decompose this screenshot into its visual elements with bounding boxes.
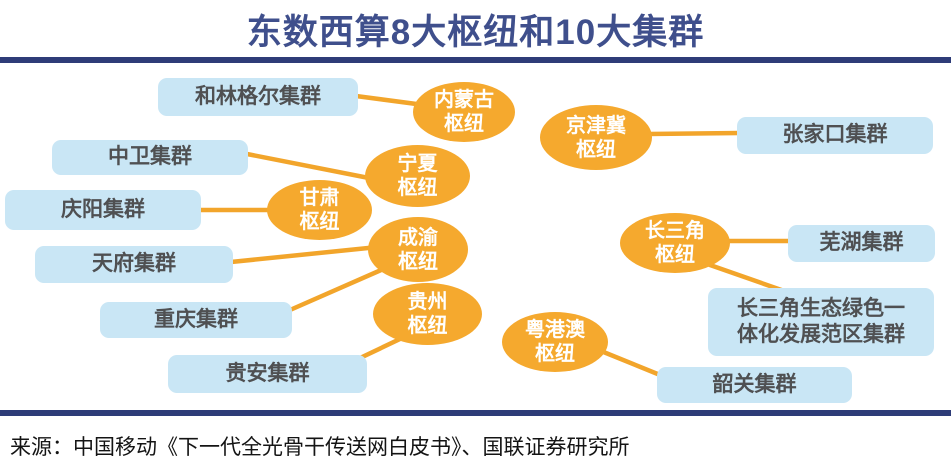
edge-yuegangao-shaoguan — [598, 348, 668, 380]
hub-label-line1: 京津冀 — [566, 114, 626, 137]
hub-changsanjiao: 长三角 枢纽 — [620, 213, 730, 273]
hub-label-line1: 甘肃 — [299, 187, 340, 209]
edge-tianfu-chengyu — [228, 244, 381, 265]
cluster-tianfu: 天府集群 — [35, 246, 233, 283]
cluster-helingeer: 和林格尔集群 — [158, 78, 358, 116]
hub-gansu: 甘肃 枢纽 — [267, 180, 372, 240]
cluster-qingyang: 庆阳集群 — [5, 190, 201, 230]
hub-neimenggu: 内蒙古 枢纽 — [413, 82, 515, 142]
cluster-wuhu: 芜湖集群 — [788, 225, 935, 262]
figure-title: 东数西算8大枢纽和10大集群 — [246, 13, 705, 52]
hub-label-line1: 内蒙古 — [434, 89, 494, 111]
cluster-zhangjiakou: 张家口集群 — [737, 117, 933, 154]
hub-label-line1: 成渝 — [398, 226, 438, 249]
hub-label-line1: 长三角 — [645, 220, 705, 242]
hub-yuegangao: 粤港澳 枢纽 — [502, 312, 608, 372]
cluster-label-line1: 长三角生态绿色一 — [737, 296, 905, 320]
cluster-label: 和林格尔集群 — [195, 84, 321, 108]
hub-label-line1: 粤港澳 — [525, 319, 585, 341]
hub-label-line2: 枢纽 — [407, 315, 448, 337]
hub-ningxia: 宁夏 枢纽 — [365, 145, 470, 207]
footer-divider — [0, 410, 951, 416]
cluster-label-line2: 体化发展范区集群 — [737, 323, 905, 346]
source-note: 来源：中国移动《下一代全光骨干传送网白皮书》、国联证券研究所 — [10, 436, 630, 459]
edge-guian-guizhou — [355, 336, 403, 362]
edge-jingjinji-zhangjiakou — [645, 130, 743, 137]
cluster-label: 中卫集群 — [108, 145, 192, 169]
hub-label-line2: 枢纽 — [444, 113, 484, 135]
edge-chongqing-chengyu — [287, 264, 391, 313]
cluster-label: 韶关集群 — [712, 372, 797, 396]
edge-helingeer-neimenggu — [353, 93, 427, 108]
title-divider — [0, 57, 951, 63]
cluster-label: 贵安集群 — [225, 361, 310, 385]
cluster-changsanjiao-shengtai: 长三角生态绿色一 体化发展范区集群 — [708, 288, 934, 356]
hub-label-line1: 宁夏 — [397, 153, 438, 175]
cluster-zhongwei: 中卫集群 — [52, 140, 248, 175]
cluster-label: 庆阳集群 — [61, 197, 145, 221]
hub-label-line1: 贵州 — [407, 291, 448, 313]
cluster-label: 天府集群 — [92, 252, 176, 276]
hub-label-line2: 枢纽 — [655, 244, 695, 266]
cluster-chongqing: 重庆集群 — [100, 302, 292, 338]
cluster-label: 芜湖集群 — [819, 231, 904, 255]
hub-label-line2: 枢纽 — [576, 138, 616, 161]
cluster-label: 重庆集群 — [154, 307, 238, 331]
hub-label-line2: 枢纽 — [535, 343, 575, 365]
hub-chengyu: 成渝 枢纽 — [368, 217, 468, 282]
cluster-shaoguan: 韶关集群 — [657, 367, 852, 403]
hub-jingjinji: 京津冀 枢纽 — [540, 105, 652, 170]
cluster-label: 张家口集群 — [782, 123, 888, 147]
hub-label-line2: 枢纽 — [397, 177, 438, 199]
cluster-guian: 贵安集群 — [168, 355, 367, 393]
hub-label-line2: 枢纽 — [299, 211, 340, 233]
hub-guizhou: 贵州 枢纽 — [373, 283, 482, 345]
hub-label-line2: 枢纽 — [398, 250, 438, 273]
edge-zhongwei-ningxia — [244, 151, 377, 182]
